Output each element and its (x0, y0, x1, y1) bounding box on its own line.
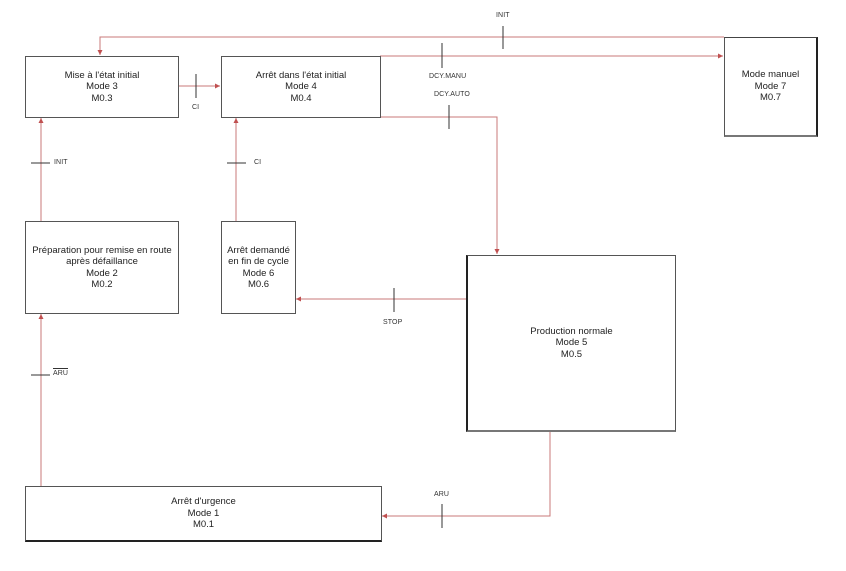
mode-5-number: Mode 5 (555, 337, 588, 349)
mode-4-name: Arrêt dans l'état initial (255, 69, 347, 81)
mode-2-name-line1: Préparation pour remise en route (32, 244, 172, 256)
mode-7-bit: M0.7 (759, 92, 782, 104)
mode-4-box: Arrêt dans l'état initial Mode 4 M0.4 (221, 56, 381, 118)
mode-7-box: Mode manuel Mode 7 M0.7 (724, 37, 818, 137)
connector-m7-to-m3 (97, 36, 724, 55)
transition-label-dcy-auto: DCY.AUTO (434, 91, 470, 98)
mode-5-bit: M0.5 (560, 348, 583, 360)
transition-label-ci-3-4: CI (192, 104, 200, 111)
connector-m4-to-m5 (380, 116, 500, 254)
mode-1-box: Arrêt d'urgence Mode 1 M0.1 (25, 486, 382, 542)
mode-2-number: Mode 2 (86, 267, 118, 279)
mode-4-bit: M0.4 (290, 92, 312, 104)
transition-label-aru-not: ARU (53, 368, 69, 377)
mode-1-number: Mode 1 (187, 507, 220, 519)
mode-3-number: Mode 3 (86, 81, 118, 93)
transition-label-stop: STOP (383, 319, 403, 326)
mode-7-name: Mode manuel (741, 69, 800, 81)
transition-label-dcy-manu: DCY.MANU (429, 73, 467, 80)
mode-6-name-line1: Arrêt demandé (227, 244, 290, 256)
transition-label-ci-6-4: CI (254, 159, 262, 166)
mode-5-name: Production normale (530, 325, 613, 337)
mode-4-number: Mode 4 (285, 81, 317, 93)
mode-2-bit: M0.2 (91, 279, 113, 290)
mode-6-name-line2: en fin de cycle (228, 256, 289, 267)
transition-label-aru: ARU (434, 491, 450, 498)
mode-6-box: Arrêt demandé en fin de cycle Mode 6 M0.… (221, 221, 296, 314)
mode-3-name: Mise à l'état initial (64, 69, 140, 81)
connector-m5-to-m1 (382, 431, 551, 519)
mode-1-name: Arrêt d'urgence (171, 496, 236, 508)
mode-1-bit: M0.1 (192, 519, 215, 531)
mode-3-box: Mise à l'état initial Mode 3 M0.3 (25, 56, 179, 118)
transition-label-init-top: INIT (496, 12, 510, 19)
mode-5-box: Production normale Mode 5 M0.5 (466, 255, 676, 432)
mode-6-bit: M0.6 (247, 279, 270, 290)
transition-label-init-2-3: INIT (54, 159, 68, 166)
mode-2-box: Préparation pour remise en route après d… (25, 221, 179, 314)
mode-7-number: Mode 7 (754, 80, 787, 92)
mode-6-number: Mode 6 (242, 267, 275, 279)
mode-2-name-line2: après défaillance (66, 256, 138, 267)
mode-3-bit: M0.3 (91, 92, 113, 104)
